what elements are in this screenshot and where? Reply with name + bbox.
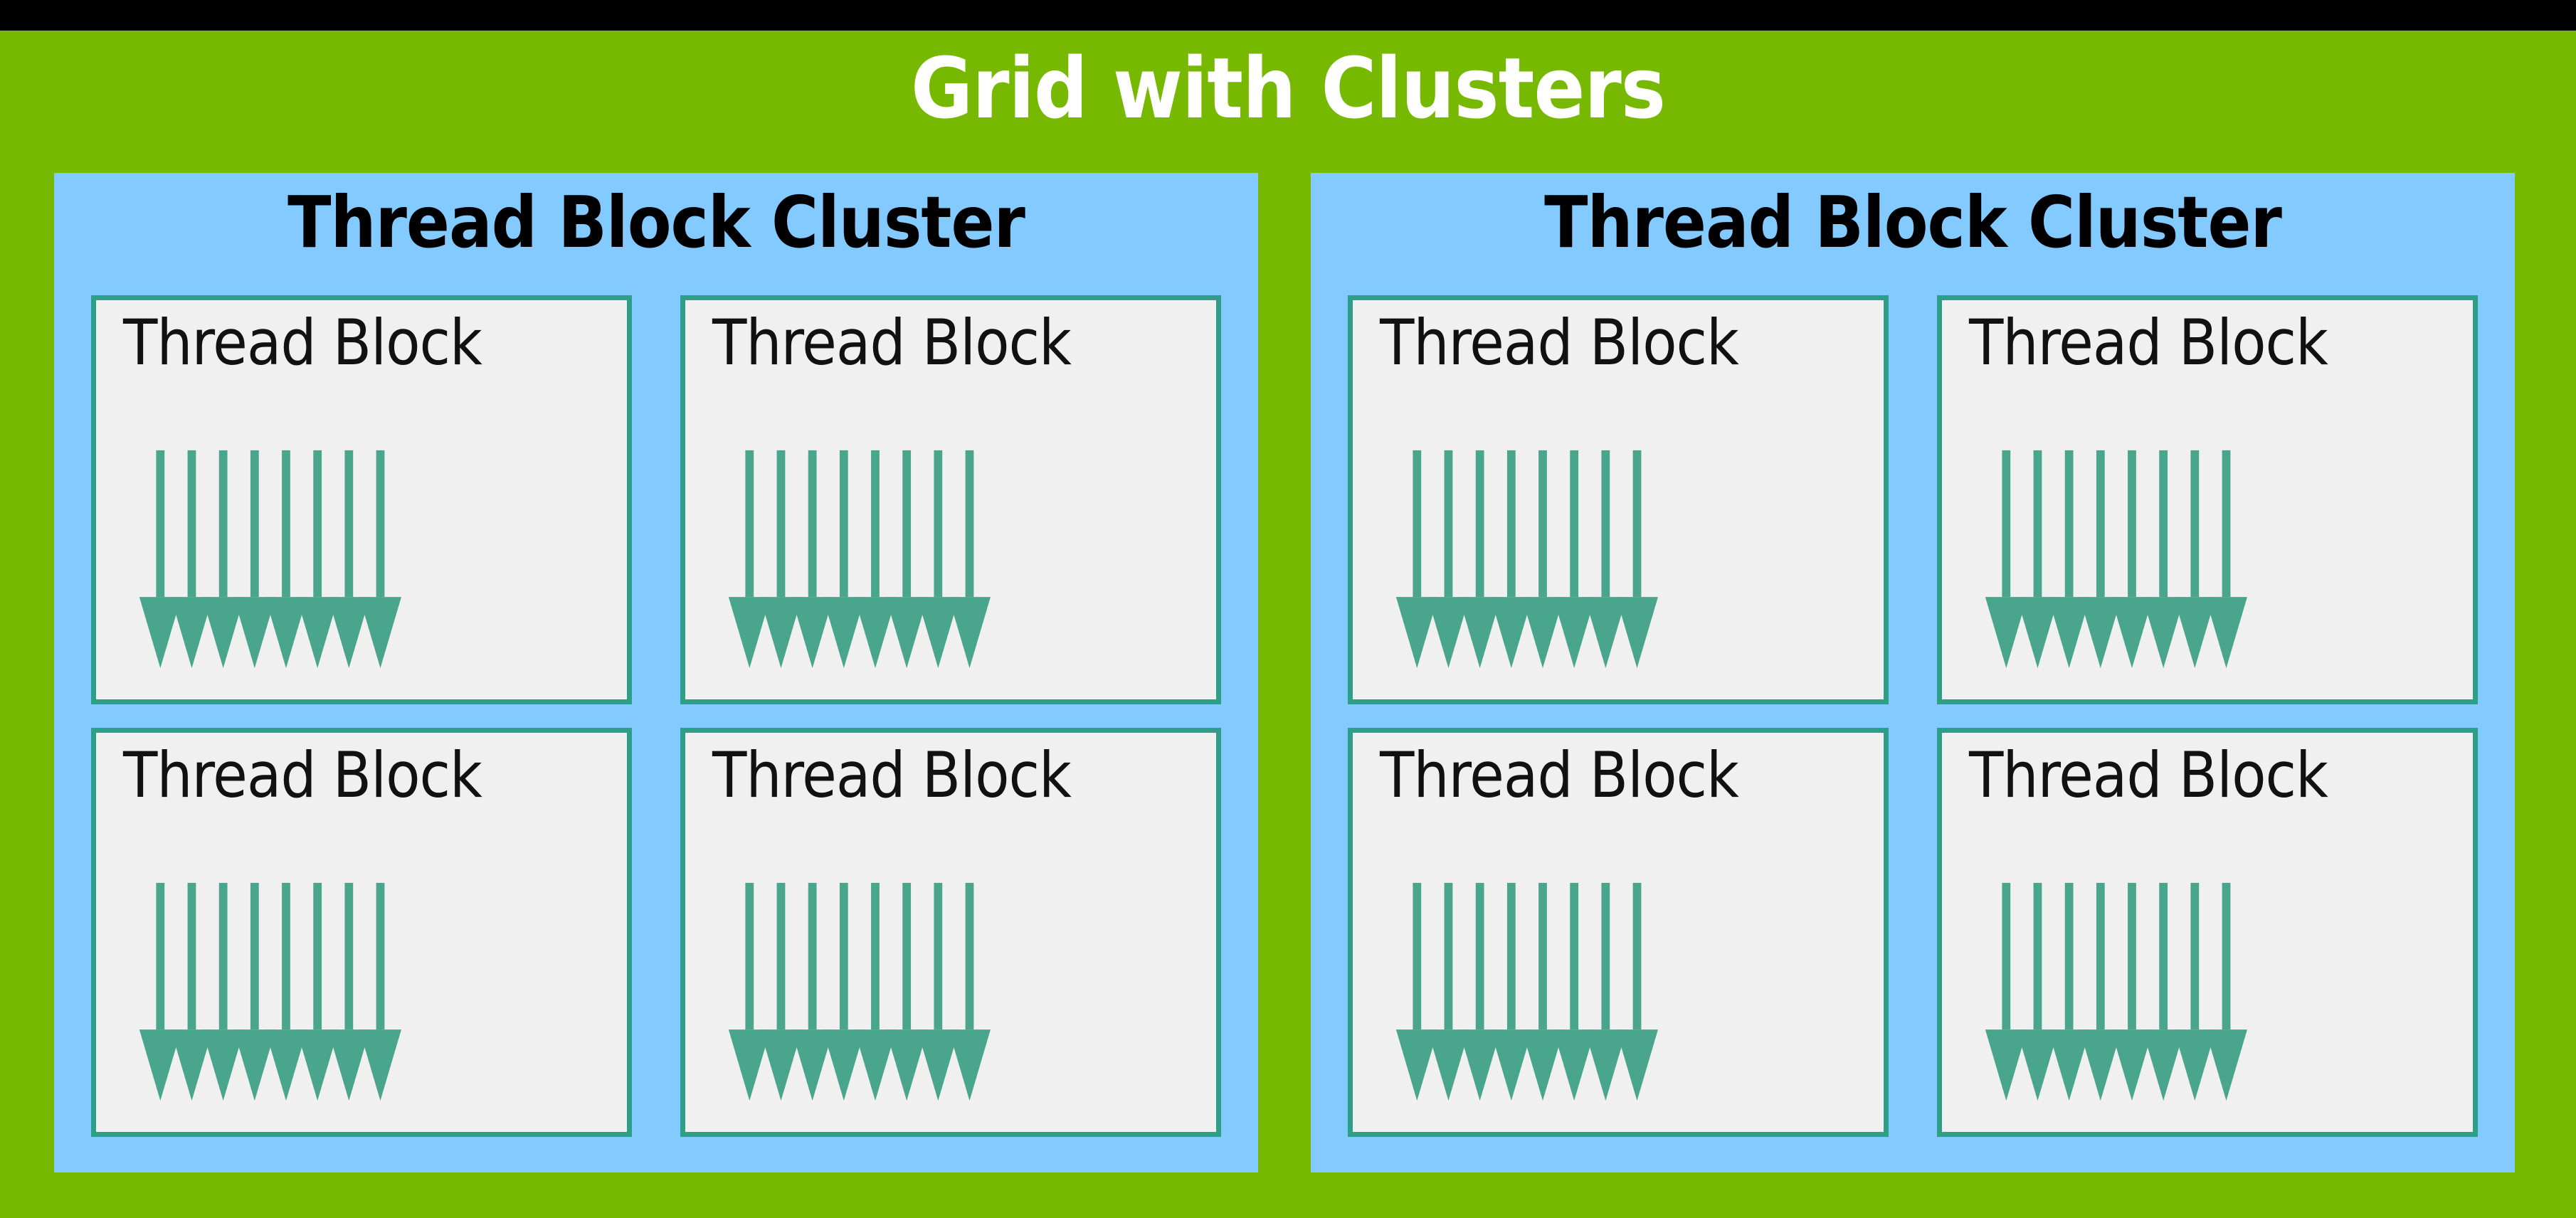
down-arrow-icon <box>728 882 771 1101</box>
thread-block-label: Thread Block <box>123 306 482 379</box>
thread-arrow-bundle <box>96 873 627 1108</box>
down-arrow-icon <box>1427 450 1469 669</box>
down-arrow-icon <box>823 450 865 669</box>
thread-block: Thread Block <box>1937 728 2478 1137</box>
thread-block-label: Thread Block <box>123 738 482 812</box>
down-arrow-icon <box>917 450 959 669</box>
down-arrow-icon <box>885 450 928 669</box>
down-arrow-icon <box>2173 450 2216 669</box>
thread-block: Thread Block <box>1348 728 1889 1137</box>
down-arrow-icon <box>1521 882 1564 1101</box>
down-arrow-icon <box>1616 450 1658 669</box>
down-arrow-icon <box>139 450 181 669</box>
down-arrow-icon <box>917 882 959 1101</box>
thread-block-grid: Thread Block Thread Block Thread Block T… <box>91 295 1221 1137</box>
thread-block-label: Thread Block <box>1380 738 1739 812</box>
down-arrow-icon <box>1490 882 1533 1101</box>
down-arrow-icon <box>760 882 802 1101</box>
down-arrow-icon <box>171 882 213 1101</box>
thread-block-label: Thread Block <box>712 306 1072 379</box>
down-arrow-icon <box>1459 882 1501 1101</box>
down-arrow-icon <box>1584 450 1627 669</box>
down-arrow-icon <box>854 450 897 669</box>
thread-block-cluster-2: Thread Block Cluster Thread Block Thread… <box>1311 173 2515 1172</box>
thread-arrow-bundle <box>1353 440 1884 675</box>
thread-block: Thread Block <box>91 295 632 704</box>
down-arrow-icon <box>1553 882 1595 1101</box>
thread-block: Thread Block <box>1937 295 2478 704</box>
grid-panel: Grid with Clusters Thread Block Cluster … <box>0 31 2576 1218</box>
thread-block: Thread Block <box>680 728 1221 1137</box>
down-arrow-icon <box>296 882 339 1101</box>
down-arrow-icon <box>327 882 370 1101</box>
thread-arrow-bundle <box>1942 440 2473 675</box>
down-arrow-icon <box>885 882 928 1101</box>
down-arrow-icon <box>327 450 370 669</box>
down-arrow-icon <box>2142 882 2185 1101</box>
down-arrow-icon <box>1584 882 1627 1101</box>
thread-arrow-bundle <box>1942 873 2473 1108</box>
cluster-title: Thread Block Cluster <box>1544 181 2282 264</box>
thread-block: Thread Block <box>1348 295 1889 704</box>
down-arrow-icon <box>791 882 834 1101</box>
down-arrow-icon <box>760 450 802 669</box>
down-arrow-icon <box>202 450 245 669</box>
cluster-title: Thread Block Cluster <box>287 181 1025 264</box>
down-arrow-icon <box>2111 450 2153 669</box>
cluster-row: Thread Block Cluster Thread Block Thread… <box>54 173 2515 1172</box>
down-arrow-icon <box>139 882 181 1101</box>
down-arrow-icon <box>1459 450 1501 669</box>
down-arrow-icon <box>233 450 276 669</box>
grid-title: Grid with Clusters <box>911 39 1666 137</box>
down-arrow-icon <box>1427 882 1469 1101</box>
down-arrow-icon <box>1395 450 1438 669</box>
down-arrow-icon <box>2017 450 2059 669</box>
down-arrow-icon <box>2111 882 2153 1101</box>
down-arrow-icon <box>823 882 865 1101</box>
thread-block-label: Thread Block <box>1380 306 1739 379</box>
down-arrow-icon <box>2205 450 2247 669</box>
down-arrow-icon <box>2048 882 2091 1101</box>
down-arrow-icon <box>171 450 213 669</box>
down-arrow-icon <box>728 450 771 669</box>
down-arrow-icon <box>359 882 401 1101</box>
thread-block-grid: Thread Block Thread Block Thread Block T… <box>1348 295 2478 1137</box>
thread-arrow-bundle <box>96 440 627 675</box>
down-arrow-icon <box>1521 450 1564 669</box>
down-arrow-icon <box>949 450 991 669</box>
thread-arrow-bundle <box>685 873 1216 1108</box>
down-arrow-icon <box>791 450 834 669</box>
thread-block-label: Thread Block <box>1969 738 2328 812</box>
down-arrow-icon <box>2079 882 2122 1101</box>
down-arrow-icon <box>1985 882 2027 1101</box>
down-arrow-icon <box>1395 882 1438 1101</box>
thread-arrow-bundle <box>685 440 1216 675</box>
down-arrow-icon <box>1490 450 1533 669</box>
down-arrow-icon <box>265 450 307 669</box>
thread-block-label: Thread Block <box>712 738 1072 812</box>
down-arrow-icon <box>2173 882 2216 1101</box>
down-arrow-icon <box>1985 450 2027 669</box>
down-arrow-icon <box>854 882 897 1101</box>
down-arrow-icon <box>2048 450 2091 669</box>
down-arrow-icon <box>296 450 339 669</box>
down-arrow-icon <box>202 882 245 1101</box>
thread-block: Thread Block <box>680 295 1221 704</box>
down-arrow-icon <box>1616 882 1658 1101</box>
down-arrow-icon <box>233 882 276 1101</box>
down-arrow-icon <box>2079 450 2122 669</box>
down-arrow-icon <box>265 882 307 1101</box>
down-arrow-icon <box>949 882 991 1101</box>
down-arrow-icon <box>359 450 401 669</box>
down-arrow-icon <box>2017 882 2059 1101</box>
down-arrow-icon <box>1553 450 1595 669</box>
thread-block: Thread Block <box>91 728 632 1137</box>
thread-block-label: Thread Block <box>1969 306 2328 379</box>
down-arrow-icon <box>2205 882 2247 1101</box>
thread-block-cluster-1: Thread Block Cluster Thread Block Thread… <box>54 173 1258 1172</box>
down-arrow-icon <box>2142 450 2185 669</box>
thread-arrow-bundle <box>1353 873 1884 1108</box>
